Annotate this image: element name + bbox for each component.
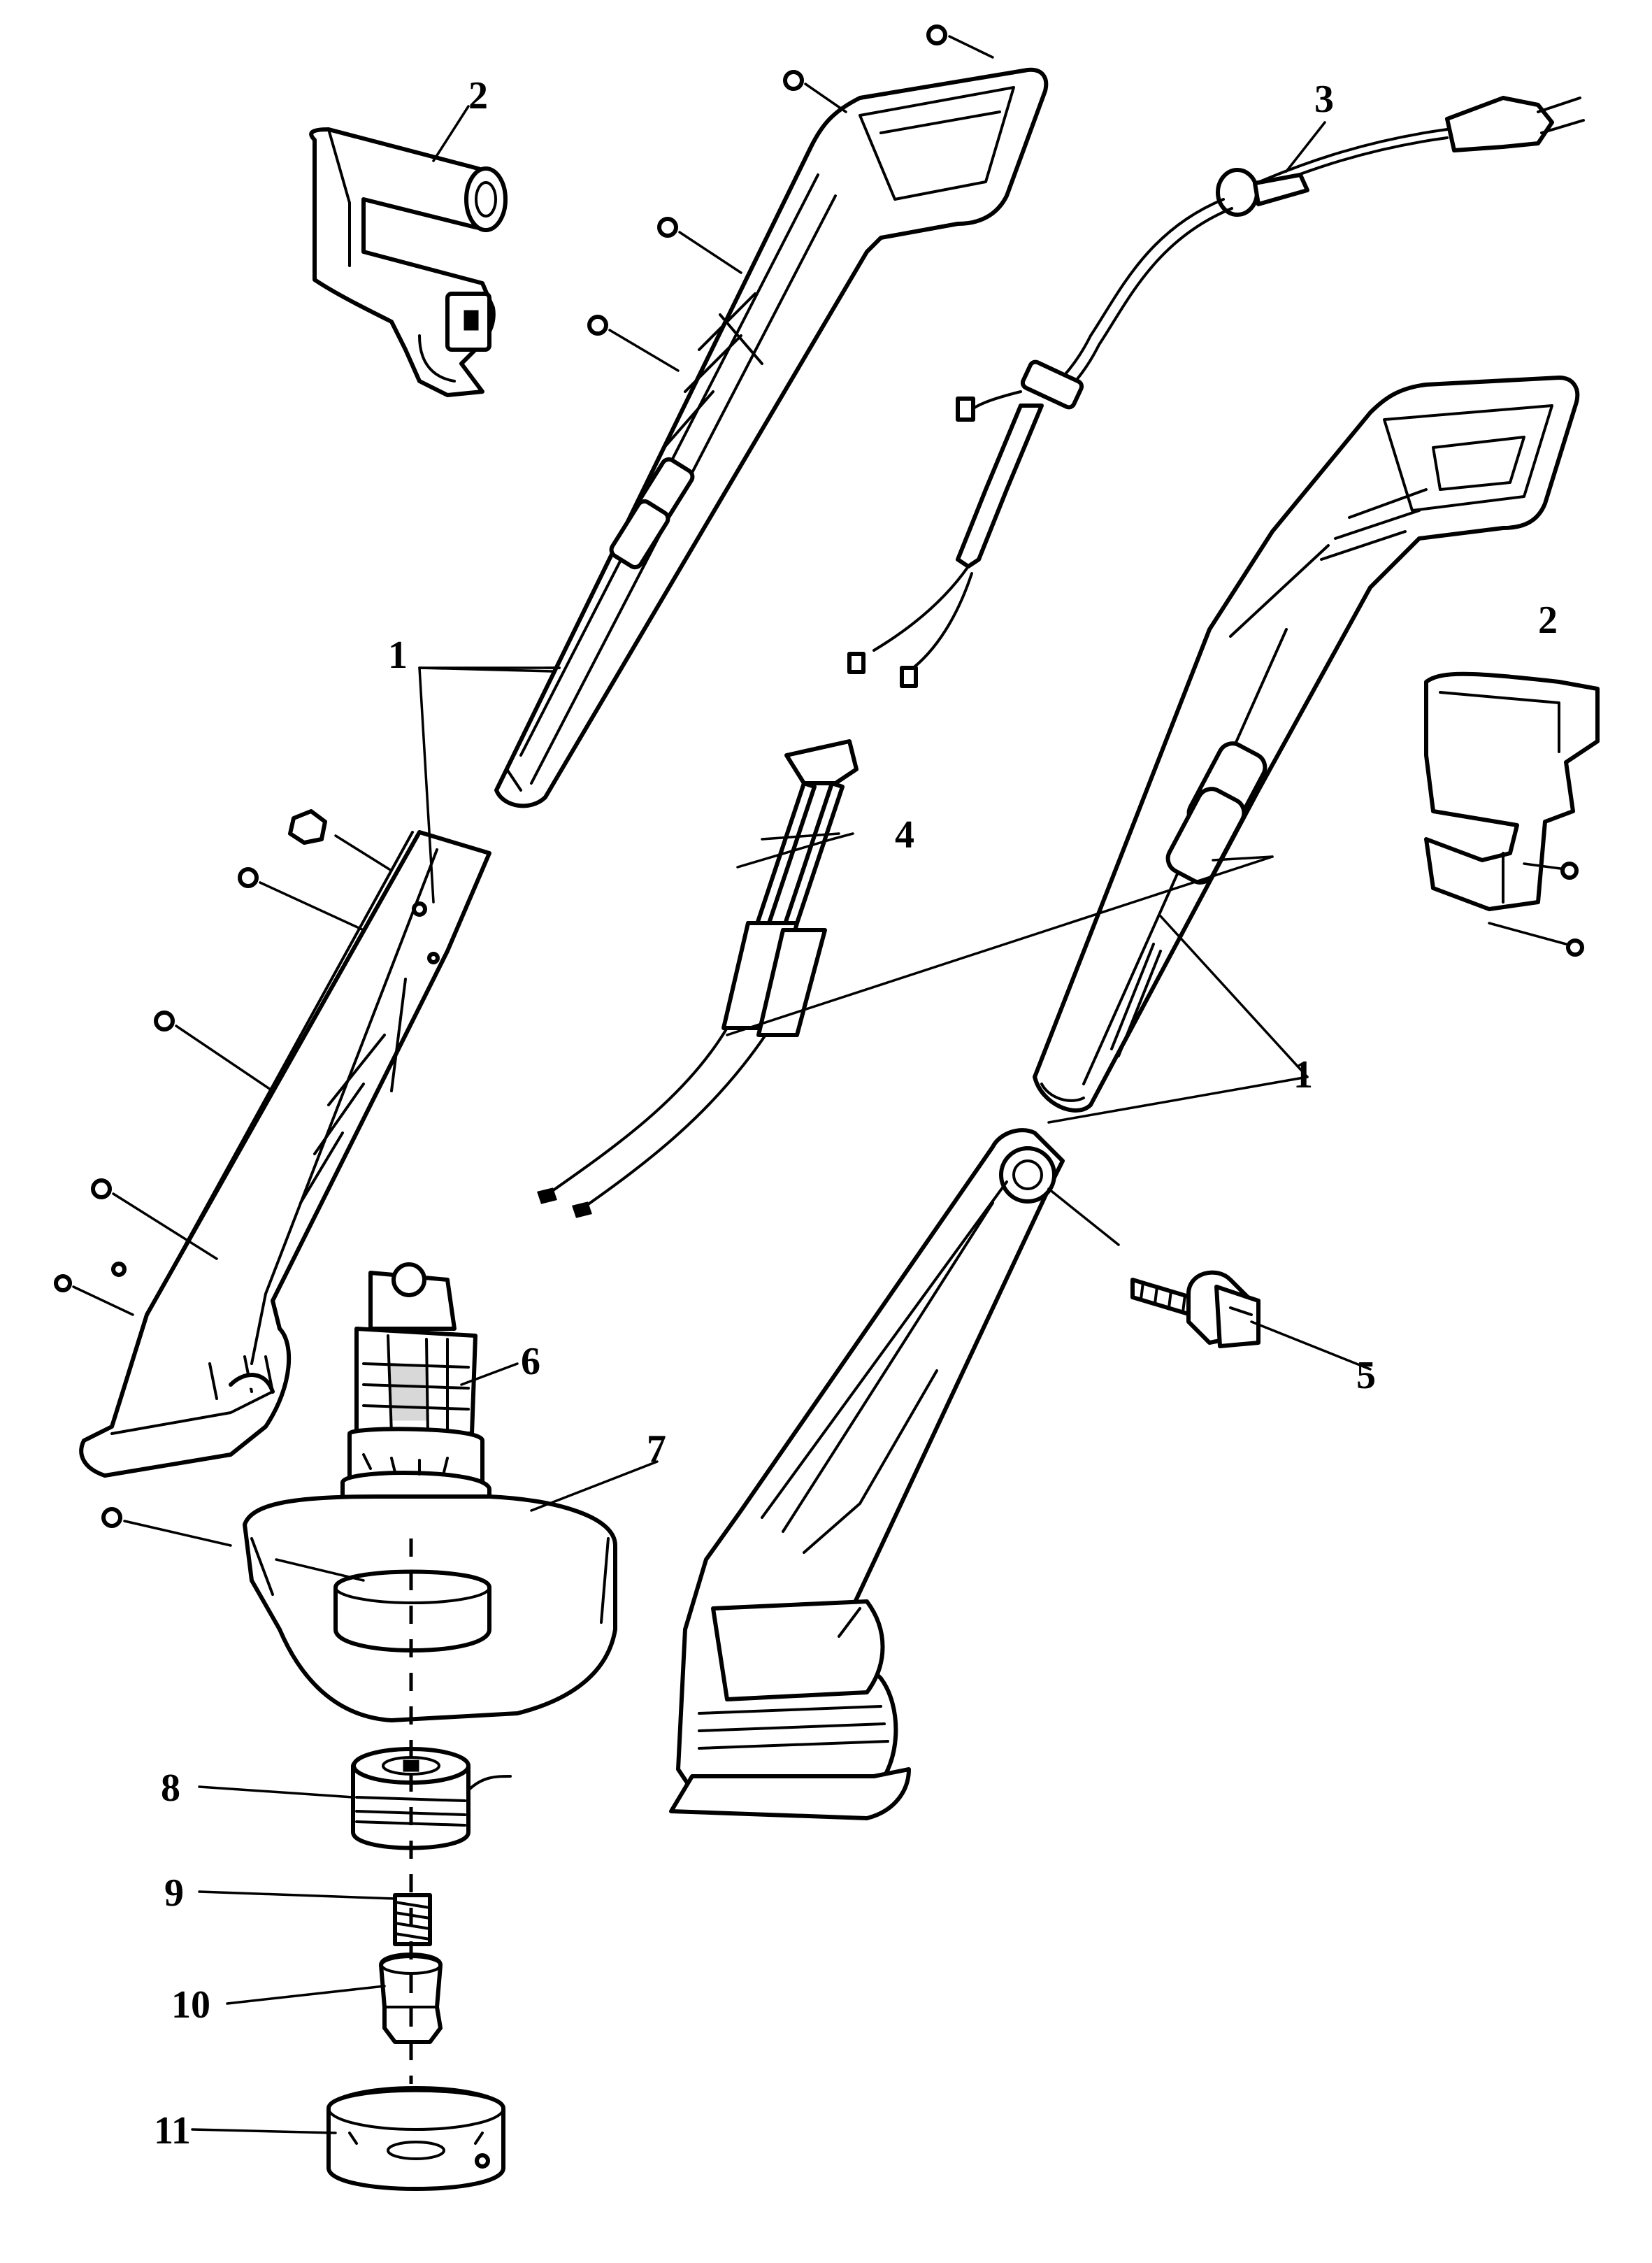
part-7-guard (101, 1494, 617, 1722)
callout-4: 4 (895, 813, 914, 857)
part-2-aux-handle-right (1424, 671, 1600, 957)
part-3-power-cord (847, 96, 1585, 688)
callout-labels: 1 1 2 2 3 4 5 6 7 8 9 10 11 (154, 74, 1558, 2153)
part-6-motor (340, 1262, 491, 1536)
callout-8: 8 (161, 1766, 180, 1810)
callout-5: 5 (1356, 1354, 1376, 1397)
part-8-spool (351, 1747, 512, 1850)
callout-2-left: 2 (468, 74, 488, 117)
screws-upper-handle (587, 24, 994, 372)
callout-2-right: 2 (1538, 599, 1558, 642)
part-2-aux-handle-left (309, 127, 508, 397)
callout-9: 9 (164, 1871, 184, 1915)
callout-3: 3 (1314, 78, 1334, 121)
callout-7: 7 (647, 1427, 666, 1471)
screws-lower-housing (54, 867, 365, 1316)
callout-10: 10 (171, 1983, 210, 2027)
callout-11: 11 (154, 2109, 191, 2153)
part-4-motor-leads (537, 739, 859, 1218)
part-1-motor-housing-front (669, 1128, 1065, 1820)
part-11-spool-cap (326, 2086, 505, 2191)
leader-lines (191, 105, 1372, 2134)
callout-1-left: 1 (388, 634, 408, 677)
callout-1-right: 1 (1293, 1053, 1313, 1097)
callout-6: 6 (521, 1340, 540, 1383)
part-5-bolt-knob (1047, 1187, 1260, 1348)
part-10-bump-knob (379, 1953, 443, 2044)
part-1-lower-housing-half (79, 809, 491, 1478)
part-1-upper-handle-half (494, 67, 1049, 808)
